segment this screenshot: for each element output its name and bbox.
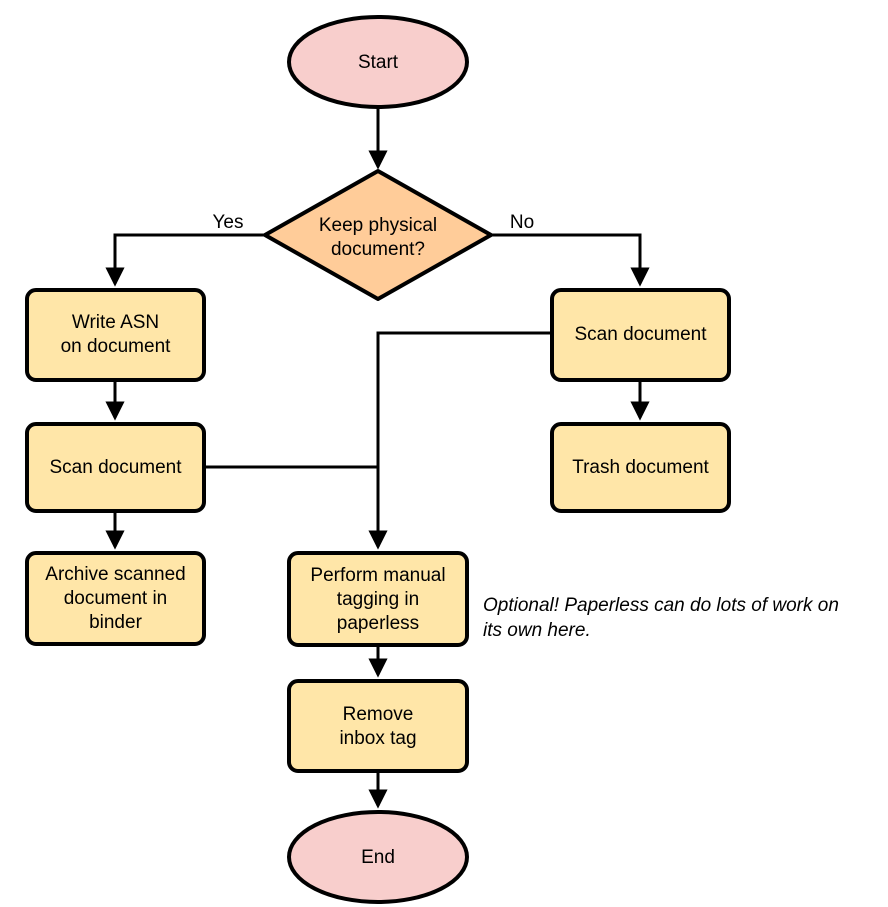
node-scan-document-right[interactable]: Scan document: [550, 288, 731, 382]
manual-tagging-label-line3: paperless: [337, 613, 419, 634]
node-remove-inbox-tag[interactable]: Remove inbox tag: [287, 679, 469, 773]
edge-decision-no-to-scan-right: [491, 233, 650, 287]
remove-inbox-tag-label-line1: Remove: [343, 704, 414, 725]
remove-inbox-tag-label-line2: inbox tag: [339, 728, 416, 749]
scan-left-rect-shape: [25, 422, 206, 513]
annotation-optional-note: Optional! Paperless can do lots of work …: [483, 595, 839, 641]
node-end[interactable]: End: [287, 810, 469, 904]
decision-label-line1: Keep physical: [319, 215, 437, 236]
end-ellipse-shape: [287, 810, 469, 904]
optional-note-line2: its own here.: [483, 620, 591, 641]
write-asn-rect-shape: [25, 288, 206, 382]
edge-decision-yes-to-write-asn: [105, 233, 265, 287]
trash-document-label: Trash document: [572, 457, 709, 478]
edge-label-no: No: [510, 212, 534, 233]
manual-tagging-rect-shape: [287, 551, 469, 647]
edge-label-yes: Yes: [213, 212, 244, 233]
archive-binder-label-line3: binder: [89, 612, 142, 633]
scan-right-rect-shape: [550, 288, 731, 382]
scan-right-label: Scan document: [574, 324, 707, 345]
trash-document-rect-shape: [550, 422, 731, 513]
scan-left-label: Scan document: [49, 457, 182, 478]
decision-diamond-shape: [263, 169, 493, 301]
decision-label-line2: document?: [331, 239, 425, 260]
archive-binder-label-line1: Archive scanned: [45, 564, 185, 585]
archive-binder-label-line2: document in: [64, 588, 168, 609]
node-trash-document[interactable]: Trash document: [550, 422, 731, 513]
write-asn-label-line1: Write ASN: [72, 312, 159, 333]
start-label: Start: [358, 52, 399, 73]
write-asn-label-line2: on document: [61, 336, 172, 357]
remove-inbox-tag-rect-shape: [287, 679, 469, 773]
node-start[interactable]: Start: [287, 15, 469, 109]
edge-scan-right-to-manual-tagging: [368, 331, 552, 550]
archive-binder-rect-shape: [25, 551, 206, 646]
optional-note-line1: Optional! Paperless can do lots of work …: [483, 595, 839, 616]
node-manual-tagging[interactable]: Perform manual tagging in paperless: [287, 551, 469, 647]
node-write-asn[interactable]: Write ASN on document: [25, 288, 206, 382]
manual-tagging-label-line2: tagging in: [337, 589, 419, 610]
node-archive-scanned-document[interactable]: Archive scanned document in binder: [25, 551, 206, 646]
start-ellipse-shape: [287, 15, 469, 109]
end-label: End: [361, 847, 395, 868]
manual-tagging-label-line1: Perform manual: [310, 565, 445, 586]
node-scan-document-left[interactable]: Scan document: [25, 422, 206, 513]
node-decision-keep-physical-document[interactable]: Keep physical document?: [263, 169, 493, 301]
